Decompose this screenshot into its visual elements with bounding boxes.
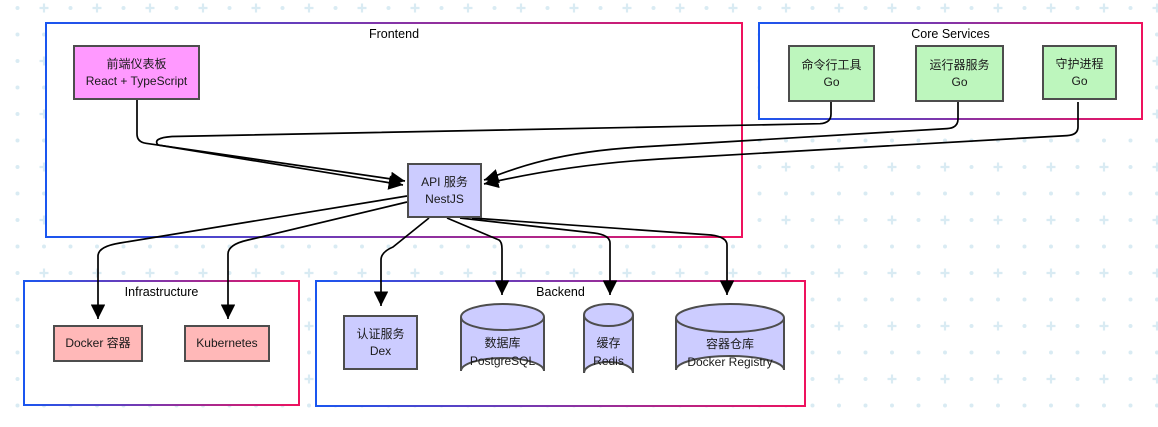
edge-api-redis[interactable] (459, 217, 618, 295)
node-frontend-dashboard-title: 前端仪表板 (106, 56, 167, 71)
node-runner-service[interactable]: 运行器服务 Go (915, 45, 1004, 102)
cylinder-shape (583, 303, 634, 374)
node-runner-service-title: 运行器服务 (929, 57, 990, 72)
node-kubernetes[interactable]: Kubernetes (184, 325, 270, 362)
node-auth-service-subtitle: Dex (369, 343, 392, 358)
node-container-registry[interactable]: 容器仓库 Docker Registry (675, 303, 785, 385)
node-database-subtitle: PostgreSQL (469, 354, 536, 368)
node-cache-redis[interactable]: 缓存 Redis (583, 303, 634, 385)
group-backend-label: Backend (536, 285, 585, 299)
node-docker-container-title: Docker 容器 (65, 336, 131, 350)
edge-api-registry[interactable] (471, 217, 735, 295)
edge-daemon-api[interactable] (483, 102, 1079, 189)
node-cli-tool-title: 命令行工具 (801, 57, 862, 72)
group-core-services-label: Core Services (911, 27, 990, 41)
node-runner-service-subtitle: Go (951, 74, 968, 89)
edge-runner-api[interactable] (483, 102, 959, 183)
edge-cli-api[interactable] (155, 102, 832, 190)
node-kubernetes-title: Kubernetes (196, 336, 258, 350)
node-cache-subtitle: Redis (593, 354, 624, 368)
node-frontend-dashboard-subtitle: React + TypeScript (85, 73, 188, 88)
edge-api-dex[interactable] (373, 217, 430, 306)
node-daemon-subtitle: Go (1071, 73, 1088, 88)
node-registry-title: 容器仓库 (705, 337, 754, 351)
cylinder-shape (460, 303, 545, 372)
node-docker-container[interactable]: Docker 容器 (53, 325, 143, 362)
edge-api-docker[interactable] (90, 195, 408, 319)
node-cache-title: 缓存 (596, 336, 621, 350)
node-cli-tool[interactable]: 命令行工具 Go (788, 45, 875, 102)
group-frontend-label: Frontend (368, 27, 420, 41)
node-frontend-dashboard[interactable]: 前端仪表板 React + TypeScript (73, 45, 200, 100)
node-registry-subtitle: Docker Registry (687, 355, 773, 369)
node-auth-service[interactable]: 认证服务 Dex (343, 315, 418, 370)
edge-dashboard-api[interactable] (136, 100, 406, 187)
cylinder-shape (675, 303, 785, 371)
node-database-postgres[interactable]: 数据库 PostgreSQL (460, 303, 545, 385)
edge-api-postgres[interactable] (446, 217, 510, 295)
group-infrastructure-label: Infrastructure (124, 285, 199, 299)
node-api-service-subtitle: NestJS (425, 191, 464, 206)
node-api-service-title: API 服务 (421, 174, 468, 189)
node-daemon-title: 守护进程 (1055, 56, 1104, 71)
node-auth-service-title: 认证服务 (356, 326, 405, 341)
node-daemon[interactable]: 守护进程 Go (1042, 45, 1117, 100)
node-database-title: 数据库 (484, 336, 521, 350)
node-cli-tool-subtitle: Go (823, 74, 840, 89)
node-api-service[interactable]: API 服务 NestJS (407, 163, 482, 218)
edge-api-kubernetes[interactable] (220, 201, 408, 319)
